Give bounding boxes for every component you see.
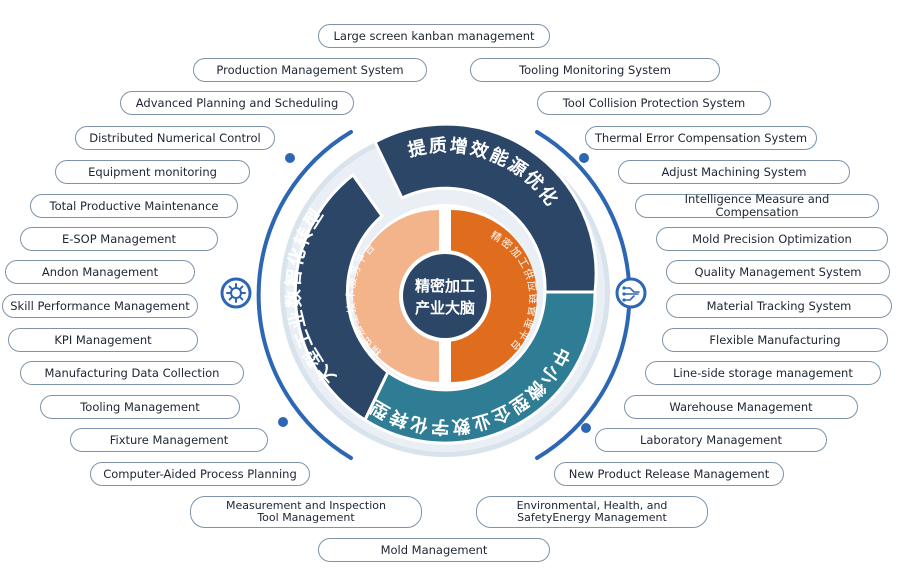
arc-dot bbox=[581, 423, 591, 433]
center-title-line2: 产业大脑 bbox=[415, 299, 475, 317]
left-outer-arc bbox=[256, 130, 353, 460]
right-item-2: Tool Collision Protection System bbox=[537, 91, 771, 115]
right-item-1: Tooling Monitoring System bbox=[470, 58, 720, 82]
left-item-7: Andon Management bbox=[5, 260, 195, 284]
left-item-4: Equipment monitoring bbox=[55, 160, 250, 184]
arc-dot bbox=[278, 417, 288, 427]
right-item-7: Quality Management System bbox=[666, 260, 890, 284]
bottom-item: Mold Management bbox=[318, 538, 550, 562]
right-item-11: Warehouse Management bbox=[624, 395, 858, 419]
left-item-1: Production Management System bbox=[193, 58, 427, 82]
right-item-8: Material Tracking System bbox=[666, 294, 892, 318]
outer-segment-bottom bbox=[363, 290, 597, 445]
arc-dot bbox=[285, 153, 295, 163]
right-item-12: Laboratory Management bbox=[595, 428, 827, 452]
left-item-12: Fixture Management bbox=[70, 428, 268, 452]
right-item-4: Adjust Machining System bbox=[618, 160, 850, 184]
left-item-11: Tooling Management bbox=[40, 395, 240, 419]
left-item-9: KPI Management bbox=[8, 328, 198, 352]
left-item-14: Measurement and Inspection Tool Manageme… bbox=[190, 496, 422, 528]
left-item-3: Distributed Numerical Control bbox=[75, 126, 275, 150]
left-item-10: Manufacturing Data Collection bbox=[20, 361, 244, 385]
circuit-icon bbox=[615, 277, 647, 309]
center-hub-core bbox=[403, 254, 487, 338]
arc-dot bbox=[579, 153, 589, 163]
inner-segment-left bbox=[353, 210, 439, 382]
right-item-10: Line-side storage management bbox=[645, 361, 881, 385]
left-item-6: E-SOP Management bbox=[20, 227, 218, 251]
top-item: Large screen kanban management bbox=[318, 24, 550, 48]
outer-segment-left bbox=[293, 172, 390, 423]
inner-segment-right bbox=[451, 210, 537, 382]
left-item-5: Total Productive Maintenance bbox=[30, 194, 238, 218]
right-item-5: Intelligence Measure and Compensation bbox=[635, 193, 879, 218]
gear-icon bbox=[220, 277, 252, 309]
right-item-14: Environmental, Health, and SafetyEnergy … bbox=[476, 496, 708, 528]
left-item-2: Advanced Planning and Scheduling bbox=[120, 91, 354, 115]
left-item-13: Computer-Aided Process Planning bbox=[90, 462, 310, 486]
center-title-line1: 精密加工 bbox=[415, 277, 475, 295]
outer-segment-top bbox=[373, 122, 598, 294]
right-item-6: Mold Precision Optimization bbox=[656, 227, 888, 251]
left-item-8: Skill Performance Management bbox=[2, 294, 198, 318]
right-item-3: Thermal Error Compensation System bbox=[585, 126, 817, 150]
right-item-9: Flexible Manufacturing bbox=[662, 328, 888, 352]
right-item-13: New Product Release Management bbox=[554, 462, 784, 486]
